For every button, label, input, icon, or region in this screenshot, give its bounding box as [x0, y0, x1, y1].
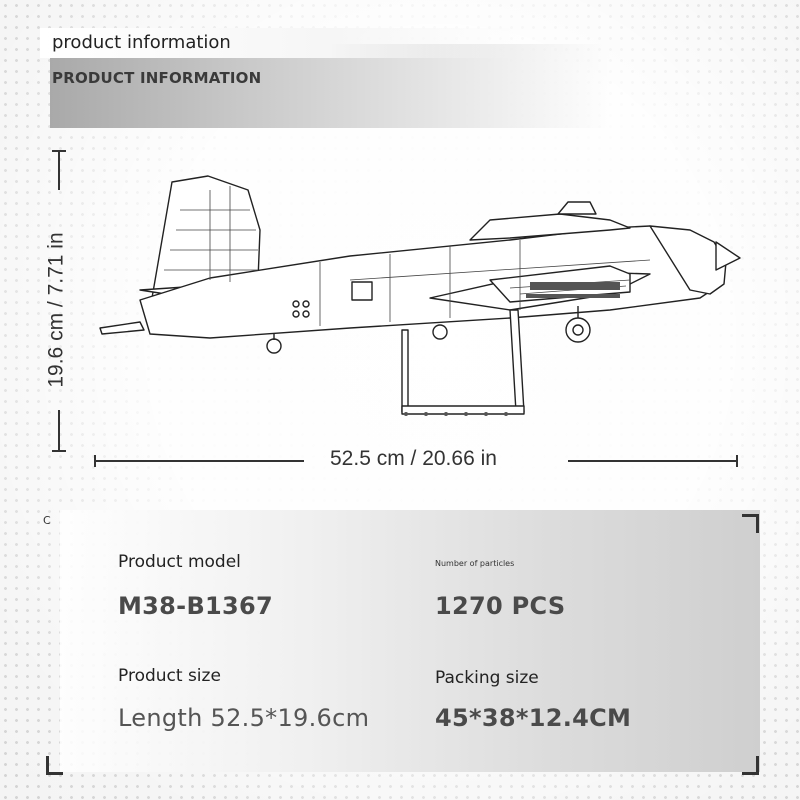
corner-bracket-top-right	[742, 514, 759, 533]
stray-mark: C	[43, 514, 51, 527]
header-band	[50, 44, 610, 128]
product-model-label: Product model	[118, 552, 241, 572]
product-size-value: Length 52.5*19.6cm	[118, 704, 370, 732]
bomber-model-drawing	[99, 175, 741, 416]
packing-size-value: 45*38*12.4CM	[435, 704, 632, 732]
length-dimension-line-left	[94, 460, 304, 462]
particles-label: Number of particles	[435, 559, 515, 568]
product-size-label: Product size	[118, 666, 221, 686]
length-dimension-line-right	[568, 460, 738, 462]
height-dimension-cap-bottom	[52, 450, 66, 452]
corner-bracket-bottom-left	[46, 756, 63, 775]
header-top-band	[40, 28, 520, 58]
height-dimension-label: 19.6 cm / 7.71 in	[45, 232, 69, 388]
height-dimension-line-bottom	[58, 410, 60, 452]
packing-size-label: Packing size	[435, 668, 539, 688]
info-panel	[60, 510, 760, 772]
corner-bracket-bottom-right	[742, 756, 759, 775]
page-subtitle: product information	[52, 32, 231, 53]
particles-value: 1270 PCS	[435, 592, 566, 620]
product-model-value: M38-B1367	[118, 592, 274, 620]
height-dimension-line-top	[58, 150, 60, 190]
length-dimension-cap-right	[736, 455, 738, 467]
length-dimension-label: 52.5 cm / 20.66 in	[330, 447, 497, 470]
page-title: PRODUCT INFORMATION	[52, 69, 262, 87]
